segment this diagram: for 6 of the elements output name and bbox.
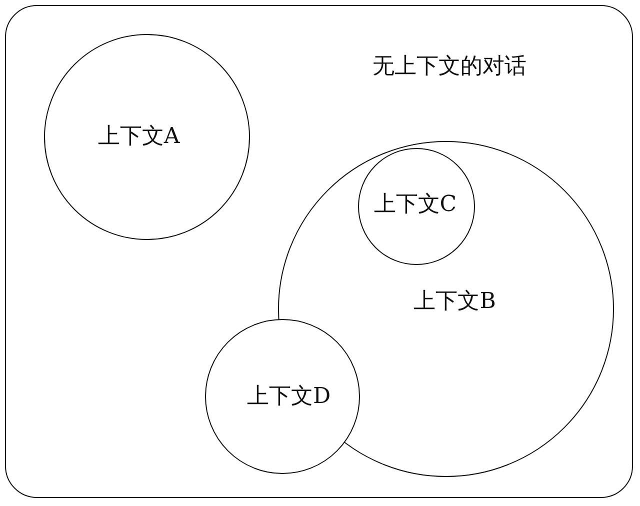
context-label: 上下文C xyxy=(374,194,457,216)
context-label: 上下文A xyxy=(98,126,180,148)
context-label: 上下文B xyxy=(414,290,496,313)
frame-box xyxy=(5,5,633,498)
title: 无上下文的对话 xyxy=(372,56,526,78)
context-label: 上下文D xyxy=(246,386,331,408)
